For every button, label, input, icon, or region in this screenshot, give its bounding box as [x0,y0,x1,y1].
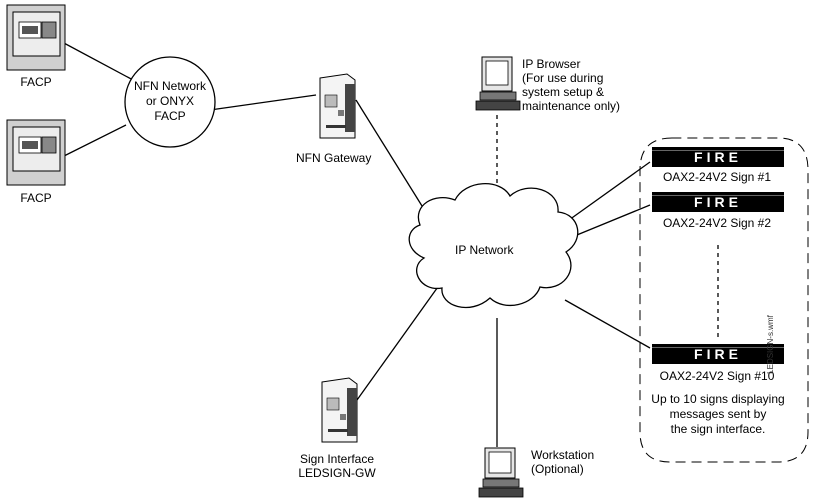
ip-browser-line4: maintenance only) [522,99,621,113]
sign-interface-line1: Sign Interface [299,452,375,466]
ip-network-label: IP Network [455,243,514,257]
ip-browser-line3: system setup & [522,85,605,99]
facp-bottom-icon [6,119,66,186]
nfn-gateway-label: NFN Gateway [296,151,372,165]
sign-10-caption: OAX2-24V2 Sign #10 [659,369,775,383]
ip-network-cloud [408,183,579,309]
link-cloud-interface [356,283,441,401]
nfn-gateway-board-icon [319,73,356,139]
nfn-network-line2: or ONYX [145,94,194,108]
nfn-network-label: NFN Network or ONYX FACP [125,79,215,124]
sign-2-caption: OAX2-24V2 Sign #2 [662,216,772,230]
sign-interface-board-icon [321,377,358,443]
ip-browser-line2: (For use during [522,71,604,85]
link-cloud-sign10 [564,299,651,349]
facp-top-label: FACP [20,75,52,89]
ip-browser-label: IP Browser (For use during system setup … [522,57,620,113]
workstation-computer-icon [478,447,524,498]
link-cloud-sign1 [561,161,651,226]
signs-note-line1: Up to 10 signs displaying [651,392,785,406]
led-sign-1: FIRE [652,147,784,167]
workstation-line1: Workstation [531,448,595,462]
workstation-label: Workstation (Optional) [531,448,594,476]
link-gateway-cloud [355,99,433,223]
signs-group-border [639,137,809,463]
nfn-network-circle [124,56,216,148]
led-sign-10: FIRE [652,344,784,364]
signs-note-line3: the sign interface. [670,422,766,436]
ip-browser-line1: IP Browser [522,57,581,71]
nfn-network-line1: NFN Network [133,79,206,93]
link-cloud-sign2 [571,204,651,238]
nfn-network-line3: FACP [154,109,186,123]
ip-browser-computer-icon [475,56,521,111]
link-network-gateway [209,94,317,111]
signs-note: Up to 10 signs displaying messages sent … [642,392,794,437]
signs-note-line2: messages sent by [669,407,767,421]
side-file-label: LEDSIGN-s.wmf [765,315,775,374]
facp-top-icon [6,4,66,71]
led-sign-2: FIRE [652,192,784,212]
workstation-line2: (Optional) [531,462,584,476]
facp-bottom-label: FACP [20,191,52,205]
link-facp-bottom-network [61,124,127,158]
sign-1-caption: OAX2-24V2 Sign #1 [662,170,772,184]
sign-interface-label: Sign Interface LEDSIGN-GW [292,452,382,480]
sign-interface-line2: LEDSIGN-GW [298,466,376,480]
